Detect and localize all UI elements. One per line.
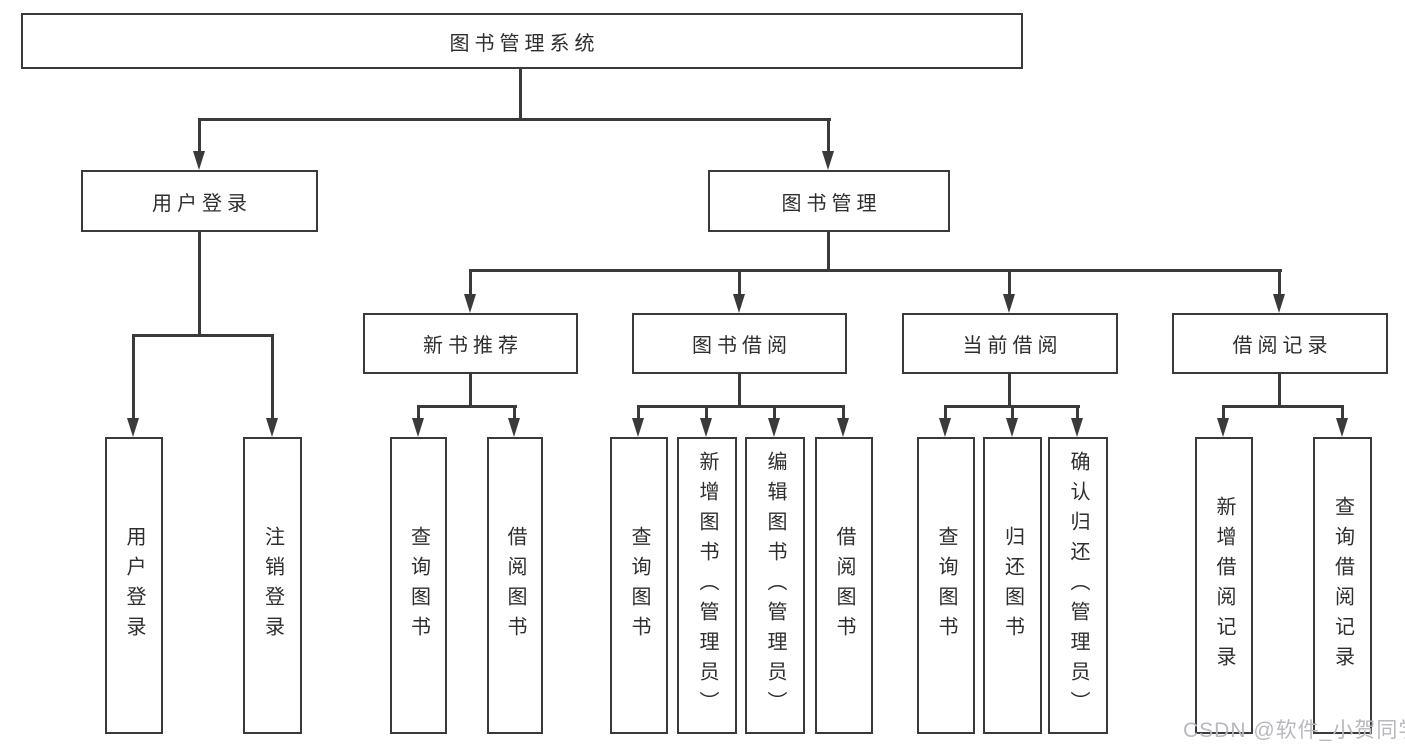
arrowhead-down	[508, 418, 520, 437]
connector-line	[1278, 374, 1281, 408]
connector-line	[738, 269, 741, 296]
arrowhead-down	[768, 418, 780, 437]
node-label: 新书推荐	[423, 335, 523, 357]
node-book-management: 图书管理	[708, 170, 950, 232]
leaf-query-books-borrow: 查询图书	[610, 437, 668, 734]
node-current-borrow: 当前借阅	[902, 313, 1118, 374]
arrowhead-down	[733, 294, 745, 313]
connector-line	[842, 405, 845, 420]
arrowhead-down	[1273, 294, 1285, 313]
connector-line	[1076, 405, 1079, 420]
leaf-borrow-books: 借阅图书	[815, 437, 873, 734]
node-label: 借阅图书	[504, 525, 526, 646]
leaf-logout: 注销登录	[243, 437, 302, 734]
node-label: 借阅图书	[833, 525, 855, 646]
connector-line	[469, 269, 472, 296]
leaf-borrow-books-recommend: 借阅图书	[487, 437, 543, 734]
arrowhead-down	[632, 418, 644, 437]
node-library-system: 图书管理系统	[21, 13, 1023, 69]
node-book-borrow: 图书借阅	[632, 313, 847, 374]
connector-line	[469, 374, 472, 408]
arrowhead-down	[193, 151, 205, 170]
arrowhead-down	[822, 151, 834, 170]
leaf-add-borrow-record: 新增借阅记录	[1195, 437, 1253, 734]
arrowhead-down	[1006, 418, 1018, 437]
connector-line	[198, 118, 831, 121]
leaf-user-login: 用户登录	[105, 437, 163, 734]
arrowhead-down	[266, 418, 278, 437]
node-label: 查询借阅记录	[1331, 495, 1354, 676]
csdn-watermark: CSDN @软件_小贺同学	[1183, 719, 1405, 742]
arrowhead-down	[464, 294, 476, 313]
node-borrow-records: 借阅记录	[1172, 313, 1388, 374]
connector-line	[944, 405, 947, 420]
leaf-query-books-recommend: 查询图书	[390, 437, 447, 734]
connector-line	[198, 232, 201, 336]
connector-line	[1222, 405, 1225, 420]
arrowhead-down	[1003, 294, 1015, 313]
connector-line	[1222, 405, 1344, 408]
node-label: 查询图书	[935, 525, 957, 646]
connector-line	[132, 334, 135, 420]
leaf-return-books: 归还图书	[983, 437, 1042, 734]
arrowhead-down	[1336, 418, 1348, 437]
connector-line	[469, 269, 1282, 272]
node-label: 查询图书	[407, 525, 430, 646]
node-user-login: 用户登录	[81, 170, 318, 232]
connector-line	[417, 405, 420, 420]
connector-line	[1278, 269, 1281, 296]
node-label: 图书借阅	[692, 335, 792, 357]
connector-line	[513, 405, 516, 420]
leaf-confirm-return-admin: 确认归还（管理员）	[1048, 437, 1108, 734]
node-label: 新增图书（管理员）	[696, 450, 718, 721]
connector-line	[519, 69, 522, 121]
leaf-query-books-current: 查询图书	[917, 437, 975, 734]
node-label: 编辑图书（管理员）	[764, 450, 786, 721]
leaf-query-borrow-record: 查询借阅记录	[1313, 437, 1372, 734]
node-label: 用户登录	[152, 192, 252, 215]
connector-line	[1011, 405, 1014, 420]
node-label: 确认归还（管理员）	[1067, 450, 1089, 721]
connector-line	[637, 405, 845, 408]
connector-line	[773, 405, 776, 420]
connector-line	[1341, 405, 1344, 420]
arrowhead-down	[1217, 418, 1229, 437]
node-label: 查询图书	[628, 525, 650, 646]
connector-line	[738, 374, 741, 408]
arrowhead-down	[939, 418, 951, 437]
connector-line	[827, 118, 830, 153]
connector-line	[1008, 269, 1011, 296]
node-label: 图书管理系统	[449, 32, 600, 55]
arrowhead-down	[412, 418, 424, 437]
connector-line	[198, 118, 201, 153]
node-label: 图书管理	[781, 192, 882, 215]
arrowhead-down	[127, 418, 139, 437]
node-new-book-recommend: 新书推荐	[363, 313, 578, 374]
connector-line	[637, 405, 640, 420]
connector-line	[827, 232, 830, 272]
node-label: 用户登录	[123, 525, 145, 646]
arrowhead-down	[837, 418, 849, 437]
connector-line	[1008, 374, 1011, 408]
node-label: 归还图书	[1001, 525, 1024, 646]
node-label: 借阅记录	[1232, 335, 1333, 357]
connector-line	[705, 405, 708, 420]
connector-line	[417, 405, 517, 408]
connector-line	[132, 334, 274, 337]
arrowhead-down	[1071, 418, 1083, 437]
node-label: 当前借阅	[962, 335, 1063, 357]
leaf-edit-book-admin: 编辑图书（管理员）	[745, 437, 805, 734]
leaf-add-book-admin: 新增图书（管理员）	[677, 437, 737, 734]
arrowhead-down	[700, 418, 712, 437]
connector-line	[271, 334, 274, 420]
node-label: 注销登录	[261, 525, 284, 646]
node-label: 新增借阅记录	[1213, 495, 1235, 676]
